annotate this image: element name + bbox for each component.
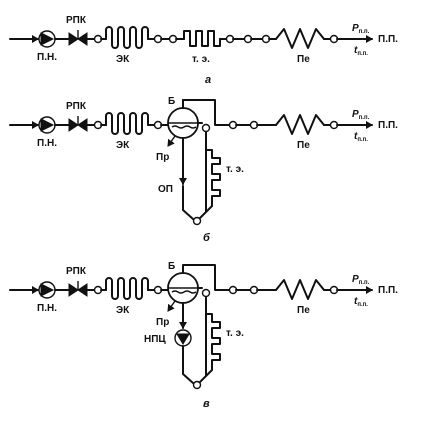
valve-label: РПК bbox=[66, 101, 87, 112]
feed-pump-icon bbox=[38, 116, 56, 134]
pump-label: П.Н. bbox=[37, 303, 57, 314]
junction-node bbox=[192, 380, 202, 390]
downcomer-label: ОП bbox=[158, 184, 173, 195]
feed-pump-icon bbox=[38, 281, 56, 299]
outlet-temperature-label: tп.п. bbox=[354, 131, 368, 143]
superheater-label: Пе bbox=[297, 54, 310, 65]
outlet-pressure-label: Pп.п. bbox=[352, 23, 370, 35]
junction-node bbox=[201, 123, 211, 133]
economizer-label: ЭК bbox=[116, 140, 130, 151]
control-valve-icon bbox=[68, 281, 88, 297]
evaporating-surface-label: т. э. bbox=[226, 328, 244, 339]
outlet-pressure-label: Pп.п. bbox=[352, 109, 370, 121]
blowdown-label: Пр bbox=[156, 152, 169, 163]
circulation-pump-icon bbox=[174, 329, 192, 347]
evaporating-surface-square-coil bbox=[183, 30, 221, 47]
junction-node bbox=[201, 288, 211, 298]
steam-outlet-label: П.П. bbox=[378, 120, 398, 131]
superheater-zigzag bbox=[275, 28, 325, 49]
economizer-coil bbox=[105, 112, 149, 135]
pump-label: П.Н. bbox=[37, 138, 57, 149]
valve-label: РПК bbox=[66, 266, 87, 277]
scheme-b: П.Н. РПК ЭК Б Пр ОП т. э. Пе П.П. Pп.п. … bbox=[9, 96, 398, 244]
steam-outlet-label: П.П. bbox=[378, 34, 398, 45]
evaporating-surface-label: т. э. bbox=[226, 164, 244, 175]
scheme-c: П.Н. РПК ЭК Б Пр НПЦ т. э. Пе П.П. Pп.п.… bbox=[9, 261, 398, 410]
outlet-temperature-label: tп.п. bbox=[354, 45, 368, 57]
evaporating-surface-riser bbox=[199, 149, 221, 219]
scheme-b-caption: б bbox=[203, 232, 211, 244]
superheater-label: Пе bbox=[297, 140, 310, 151]
economizer-label: ЭК bbox=[116, 305, 130, 316]
economizer-label: ЭК bbox=[116, 54, 130, 65]
scheme-c-caption: в bbox=[203, 398, 210, 410]
superheater-zigzag bbox=[275, 114, 325, 135]
control-valve-icon bbox=[68, 116, 88, 132]
economizer-coil bbox=[105, 277, 149, 300]
drum-label: Б bbox=[168, 96, 175, 107]
scheme-a: П.Н. РПК ЭК т. э. Пе П.П. Pп.п. tп.п. а bbox=[9, 15, 398, 86]
drum-icon bbox=[167, 272, 199, 304]
valve-label: РПК bbox=[66, 15, 87, 26]
blowdown-arrow bbox=[167, 135, 176, 147]
junction-node bbox=[192, 216, 202, 226]
circulation-pump-label: НПЦ bbox=[144, 334, 166, 345]
blowdown-label: Пр bbox=[156, 317, 169, 328]
outlet-pressure-label: Pп.п. bbox=[352, 274, 370, 286]
feed-pump-icon bbox=[38, 30, 56, 48]
steam-riser-loop bbox=[182, 99, 231, 126]
control-valve-icon bbox=[68, 30, 88, 46]
economizer-coil bbox=[105, 26, 149, 49]
blowdown-arrow bbox=[167, 300, 176, 312]
steam-outlet-label: П.П. bbox=[378, 285, 398, 296]
superheater-zigzag bbox=[275, 279, 325, 300]
evaporating-surface-riser bbox=[199, 313, 221, 383]
scheme-a-caption: а bbox=[205, 74, 211, 86]
superheater-label: Пе bbox=[297, 305, 310, 316]
drum-icon bbox=[167, 107, 199, 139]
pump-label: П.Н. bbox=[37, 52, 57, 63]
steam-riser-loop bbox=[182, 264, 231, 291]
evaporating-surface-label: т. э. bbox=[192, 54, 210, 65]
outlet-temperature-label: tп.п. bbox=[354, 296, 368, 308]
drum-label: Б bbox=[168, 261, 175, 272]
